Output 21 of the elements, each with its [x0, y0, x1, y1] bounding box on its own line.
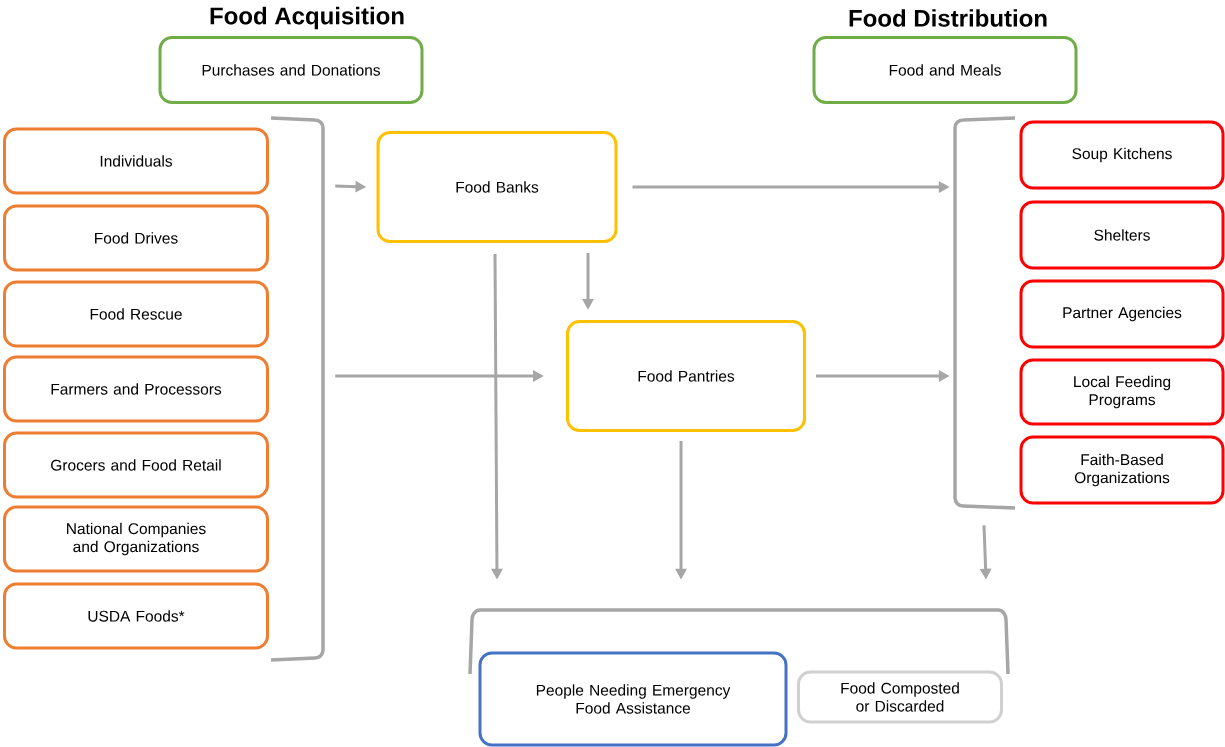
process-box: Food Drives — [3, 204, 269, 272]
process-box: Soup Kitchens — [1019, 120, 1225, 190]
bracket — [270, 116, 325, 662]
process-box: Food Pantries — [566, 320, 806, 432]
bracket — [468, 608, 1010, 675]
process-box: Farmers and Processors — [3, 355, 269, 423]
process-box: Faith-Based Organizations — [1019, 435, 1225, 505]
process-box: Individuals — [3, 127, 269, 195]
process-box: Purchases and Donations — [158, 36, 424, 104]
process-box: National Companies and Organizations — [3, 505, 269, 573]
process-box: Food Banks — [376, 131, 618, 243]
bracket — [953, 116, 1016, 510]
process-box: Grocers and Food Retail — [3, 431, 269, 499]
process-box: Food Composted or Discarded — [797, 670, 1003, 724]
process-box: Food and Meals — [812, 36, 1078, 104]
process-box: Food Rescue — [3, 280, 269, 348]
process-box: People Needing Emergency Food Assistance — [478, 651, 788, 747]
process-box: USDA Foods* — [3, 582, 269, 650]
process-box: Local Feeding Programs — [1019, 358, 1225, 426]
process-box: Shelters — [1019, 200, 1225, 270]
process-box: Partner Agencies — [1019, 279, 1225, 349]
